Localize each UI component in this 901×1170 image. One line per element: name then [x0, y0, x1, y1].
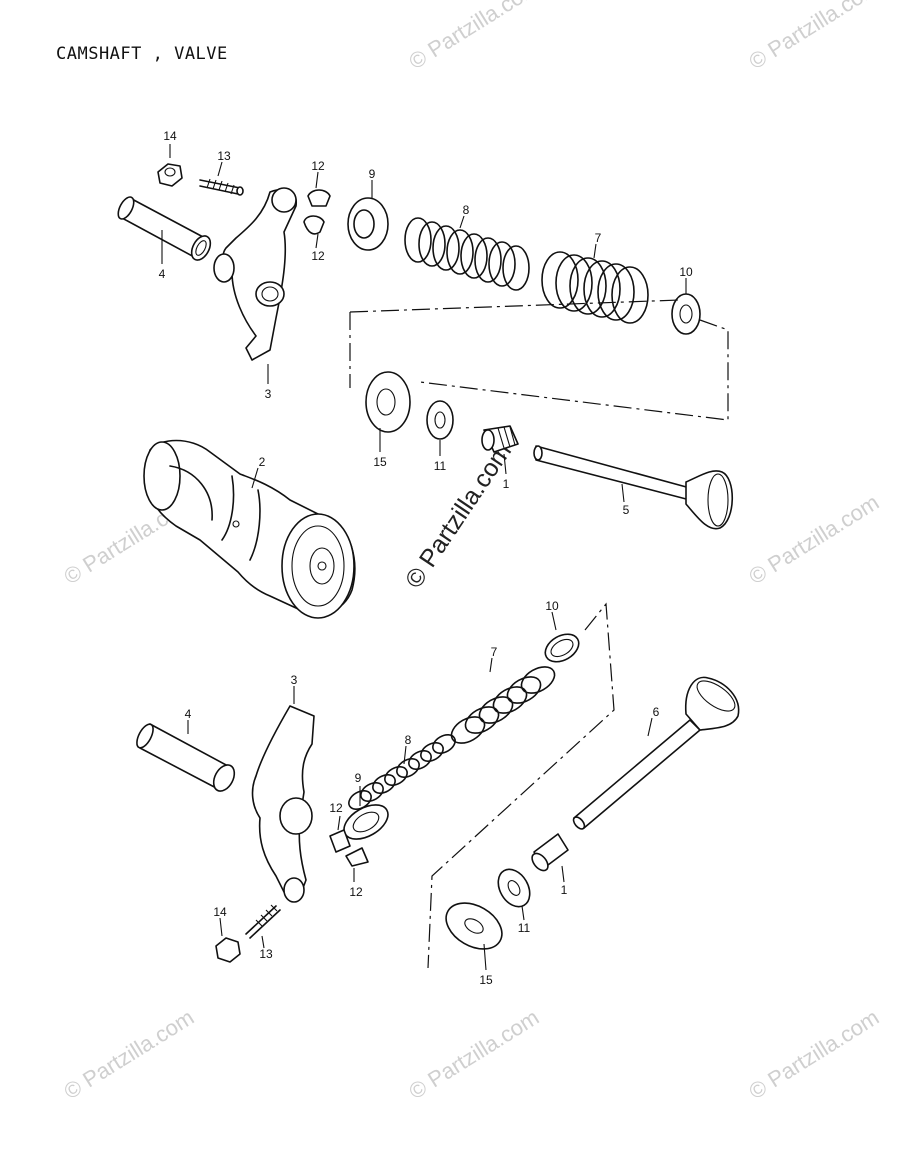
label-13: 13: [217, 149, 231, 163]
label-12: 12: [349, 885, 363, 899]
valve-6: [572, 676, 740, 830]
label-8: 8: [405, 733, 412, 747]
label-5: 5: [623, 503, 630, 517]
label-7: 7: [595, 231, 602, 245]
label-11: 11: [434, 459, 447, 473]
inner-spring-8-lower: [348, 734, 456, 810]
label-9: 9: [369, 167, 376, 181]
label-10: 10: [679, 265, 693, 279]
watermark: © Partzilla.com: [59, 1004, 198, 1104]
label-3: 3: [265, 387, 272, 401]
watermark: © Partzilla.com: [744, 1004, 883, 1104]
diagram-title: CAMSHAFT , VALVE: [56, 44, 228, 64]
label-1: 1: [503, 477, 510, 491]
spring-seat-15: [365, 371, 411, 433]
watermark: © Partzilla.com: [744, 0, 883, 74]
label-1: 1: [561, 883, 568, 897]
inner-spring-8: [404, 217, 530, 291]
label-12: 12: [311, 249, 325, 263]
label-4: 4: [159, 267, 166, 281]
label-2: 2: [259, 455, 266, 469]
outer-spring-7-lower: [450, 666, 556, 744]
valve-stem-seal-1-lower: [531, 833, 569, 872]
spring-retainer-9: [347, 197, 389, 251]
rocker-arm-3: [213, 187, 297, 361]
label-12: 12: [311, 159, 325, 173]
label-11: 11: [518, 921, 531, 935]
rocker-shaft-4: [117, 196, 212, 261]
adjusting-screw-13: [199, 178, 244, 196]
washer-11-lower: [497, 868, 531, 908]
valve-stem-seal-1: [481, 425, 519, 453]
watermark: © Partzilla.com: [404, 0, 543, 74]
washer-10: [671, 293, 701, 335]
valve-5: [533, 445, 733, 530]
label-15: 15: [373, 455, 387, 469]
label-7: 7: [491, 645, 498, 659]
label-14: 14: [163, 129, 177, 143]
watermark: © Partzilla.com: [744, 489, 883, 589]
watermark: © Partzilla.com: [404, 1004, 543, 1104]
camshaft-2: [143, 439, 356, 619]
label-8: 8: [463, 203, 470, 217]
upper-assembly-bracket: [349, 299, 729, 421]
label-13: 13: [259, 947, 273, 961]
lower-assembly: [136, 602, 740, 969]
washer-10-lower: [544, 633, 580, 663]
center-watermark: © Partzilla.com: [400, 438, 517, 593]
label-3: 3: [291, 673, 298, 687]
rocker-arm-3-lower: [251, 705, 315, 903]
label-6: 6: [653, 705, 660, 719]
label-4: 4: [185, 707, 192, 721]
valve-cotters-12: [303, 189, 331, 235]
adjusting-screw-13-lower: [245, 904, 281, 939]
part-labels: 14 13 12 12 9 8 7 10 4 3 15 11 1 2 5 10 …: [159, 129, 693, 987]
label-12: 12: [329, 801, 343, 815]
label-9: 9: [355, 771, 362, 785]
outer-spring-7: [541, 251, 649, 324]
spring-seat-15-lower: [445, 902, 503, 950]
rocker-shaft-4-lower: [136, 723, 236, 792]
label-15: 15: [479, 973, 493, 987]
nut-14-lower: [215, 937, 241, 963]
lower-assembly-bracket: [427, 602, 615, 969]
valve-cotters-12-lower: [329, 829, 369, 867]
label-14: 14: [213, 905, 227, 919]
upper-assembly: [117, 163, 733, 619]
leader-lines: [161, 144, 687, 971]
nut-14: [157, 163, 183, 187]
washer-11: [426, 400, 454, 440]
label-10: 10: [545, 599, 559, 613]
